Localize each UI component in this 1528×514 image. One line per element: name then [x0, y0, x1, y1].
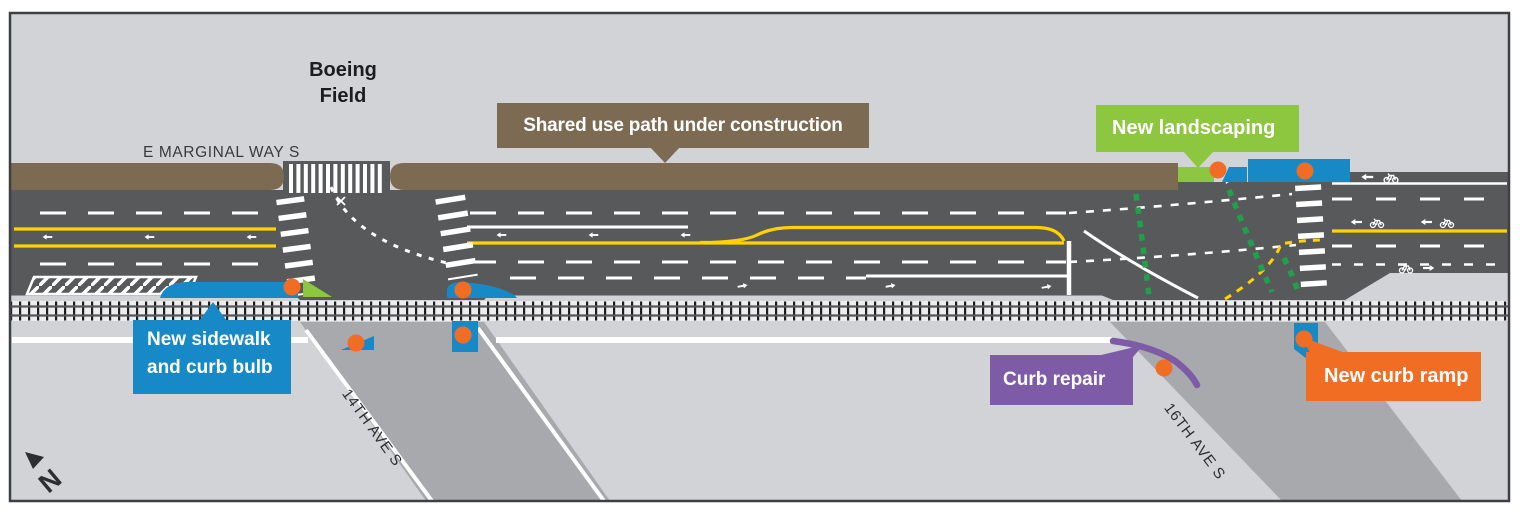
street-16th-ave [1110, 322, 1462, 501]
sidewalk-edge-line-center [496, 337, 1112, 343]
callout-new-landscaping-label: New landscaping [1112, 117, 1276, 139]
boeing-field-label: Boeing Field [309, 59, 377, 107]
curb-repair-arc [1109, 337, 1201, 389]
work-location-dots [283, 161, 1314, 377]
callout-new-curb-ramp-label: New curb ramp [1324, 365, 1469, 387]
road-e-marginal-way [10, 172, 1509, 300]
work-dot [454, 281, 472, 299]
crosswalks [276, 164, 1327, 297]
callout-new-landscaping: New landscaping [1096, 105, 1299, 152]
e-marginal-way-label: E MARGINAL WAY S [143, 144, 300, 161]
callout-curb-repair: Curb repair [990, 355, 1133, 405]
work-dot [283, 278, 301, 296]
landscaping-wedge [303, 279, 332, 297]
callout-new-sidewalk-curb-bulb: New sidewalk and curb bulb [133, 320, 291, 394]
work-dot [1155, 359, 1173, 377]
map-border [8, 11, 1511, 503]
street-14th-ave [300, 322, 610, 501]
crossbike-green-dashes [1133, 188, 1301, 297]
work-dot [454, 326, 472, 344]
new-landscaping-strip [1178, 167, 1214, 182]
callout-new-sidewalk-curb-bulb-label: New sidewalk and curb bulb [147, 329, 273, 378]
railroad-track [10, 301, 1509, 321]
path-ramp-blue [1222, 167, 1247, 182]
shared-use-path [10, 163, 1178, 190]
callout-shared-use-path-label: Shared use path under construction [523, 114, 843, 136]
callout-shared-use-path: Shared use path under construction [497, 103, 869, 148]
callout-new-curb-ramp: New curb ramp [1306, 352, 1481, 401]
work-dot [1209, 161, 1227, 179]
work-dot [347, 334, 365, 352]
new-curb-bulb-west [160, 282, 298, 298]
work-dot [1296, 162, 1314, 180]
callout-curb-repair-label: Curb repair [1003, 369, 1106, 390]
road-markings [14, 167, 1507, 301]
